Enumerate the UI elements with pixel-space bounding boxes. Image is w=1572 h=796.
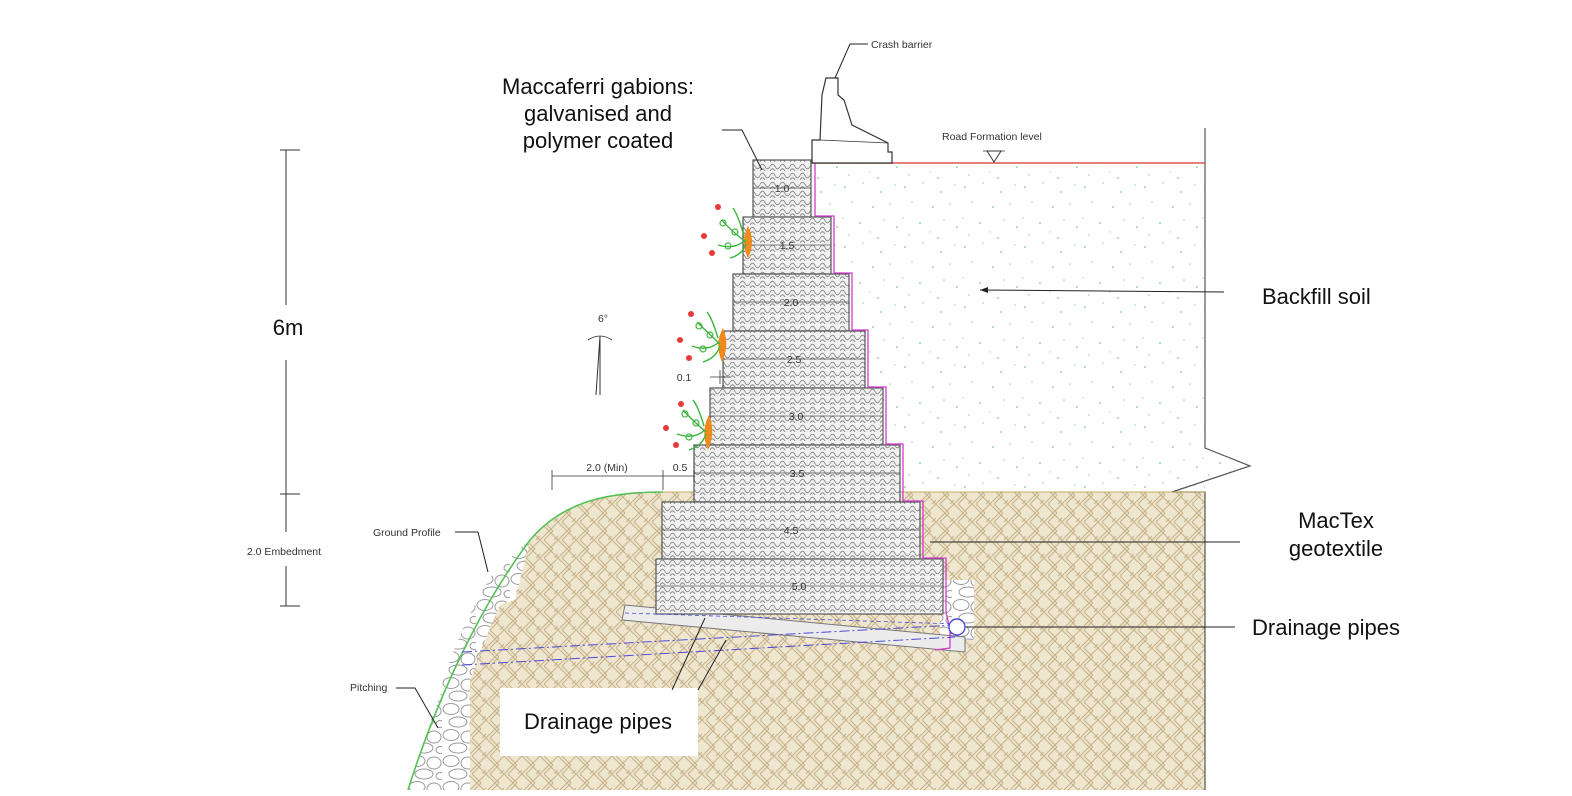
pitching-stones-band [440,575,512,700]
gabion-5 [709,387,884,446]
flower-icon [715,204,721,210]
flower-icon [688,311,694,317]
gabion-width-label: 1.5 [780,240,795,252]
drainage-right-callout: Drainage pipes [1252,615,1400,640]
drain-pipe-icon [948,618,966,636]
plant-root-icon [718,328,727,362]
crash-barrier-leader [834,43,868,79]
geotextile-callout-line1: MacTex [1298,508,1374,533]
embedment-label: 2.0 Embedment [247,546,321,558]
crash-barrier-label: Crash barrier [871,39,933,51]
height-label: 6m [273,315,304,340]
gabion-stack: 1.0 1.5 2.0 2.5 3.0 3.5 4.5 5.0 [655,159,944,615]
drainage-bottom-callout-box [500,688,698,756]
pitching-label: Pitching [350,682,388,694]
backfill-leader [979,289,1225,293]
flower-icon [677,337,683,343]
flower-icon [709,250,715,256]
batter-angle-indicator: 6° [587,313,613,396]
toe-dimension: 2.0 (Min) 0.5 [551,462,695,490]
ground-profile-line [407,491,664,791]
plant-group [701,204,752,259]
gabion-8 [655,558,944,615]
gabions-callout-line3: polymer coated [523,128,673,153]
drainage-bottom-callout: Drainage pipes [524,709,672,734]
level-marker-icon [986,150,1002,163]
drainage-bottom-leader [697,639,727,691]
height-dimension: 6m 2.0 Embedment [247,149,321,607]
drain-line [624,612,956,625]
road-formation-label: Road Formation level [942,131,1042,143]
plant-group [677,311,727,363]
flower-icon [673,442,679,448]
batter-angle-label: 6° [598,313,608,325]
gabion-6 [693,444,901,503]
setback-label: 0.1 [677,372,692,384]
backfill-callout: Backfill soil [1262,284,1371,309]
plant-group [663,399,713,451]
gabions-callout-line1: Maccaferri gabions: [502,74,694,99]
toe-width-label: 2.0 (Min) [586,462,627,474]
drainage-bottom-leader [671,617,706,691]
gabion-width-label: 3.5 [790,468,805,480]
gabion-width-label: 5.0 [792,581,807,593]
gabion-7 [661,501,921,560]
pitching-leader [396,687,439,729]
toe-step-label: 0.5 [673,462,688,474]
gabion-width-label: 2.5 [787,354,802,366]
geotextile-line [814,163,951,651]
plant-root-icon [744,226,752,258]
base-pad [621,604,966,653]
setback-dimension: 0.1 [677,370,730,384]
gabions-leader [722,129,763,171]
flower-icon [686,355,692,361]
flower-icon [663,425,669,431]
gabion-width-label: 1.0 [775,183,790,195]
geotextile-callout-line2: geotextile [1289,536,1383,561]
gabion-width-label: 4.5 [784,525,799,537]
crash-barrier-shape [811,77,893,164]
gabion-width-label: 2.0 [784,297,799,309]
ground-profile-leader [455,531,489,573]
flower-icon [701,233,707,239]
gabions-callout-line2: galvanised and [524,101,672,126]
plant-root-icon [704,415,713,450]
backfill-soil-area [812,163,1250,492]
gabion-width-label: 3.0 [789,411,804,423]
flower-icon [678,401,684,407]
ground-profile-label: Ground Profile [373,527,441,539]
